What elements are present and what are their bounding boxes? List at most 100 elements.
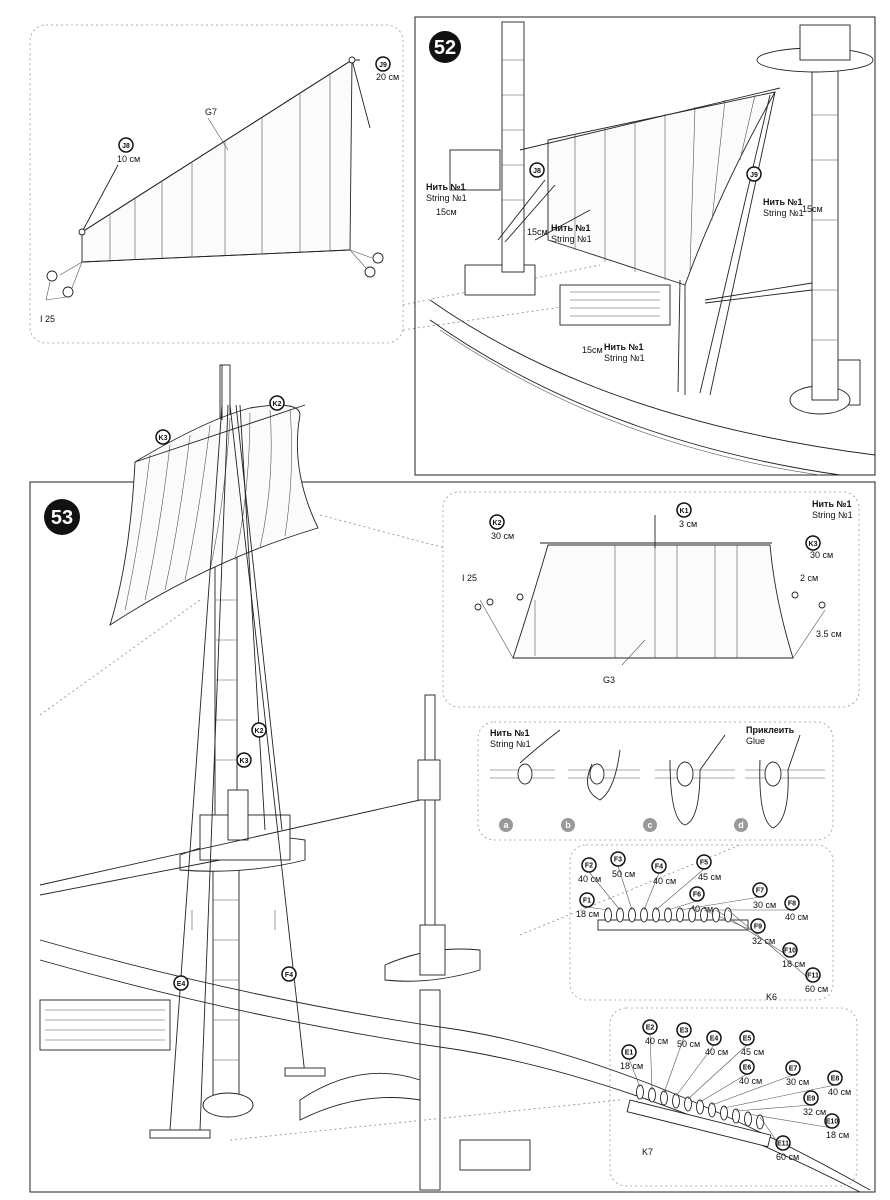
pin-length: 40 см bbox=[828, 1087, 851, 1097]
belaying-pin bbox=[664, 907, 672, 923]
pin-code: F5 bbox=[700, 860, 708, 867]
s52-j9-badge bbox=[746, 166, 762, 182]
k7-rail-label: K7 bbox=[642, 1147, 653, 1157]
g3-k1-length: 3 см bbox=[679, 519, 697, 529]
knot-step-c-badge bbox=[643, 818, 657, 832]
pin-code-badge bbox=[610, 851, 626, 867]
g3-k3-code: K3 bbox=[809, 541, 818, 548]
pin-code: F7 bbox=[756, 888, 764, 895]
s53-k3-badge bbox=[155, 429, 171, 445]
step-53-number: 53 bbox=[51, 507, 73, 529]
s52-right-string-en: String №1 bbox=[763, 208, 804, 218]
s52-right-length: 15см bbox=[802, 204, 823, 214]
pin-length: 18 см bbox=[826, 1130, 849, 1140]
pin-code-badge bbox=[803, 1090, 819, 1106]
belaying-pin bbox=[684, 1096, 692, 1112]
belaying-pin bbox=[640, 907, 648, 923]
pin-leader-line bbox=[699, 1073, 748, 1103]
belaying-pin bbox=[708, 1102, 716, 1118]
s53-k2-badge bbox=[269, 395, 285, 411]
step-53-panel: 53 bbox=[29, 364, 876, 1193]
pin-code-badge bbox=[739, 1059, 755, 1075]
pin-code: F2 bbox=[585, 863, 593, 870]
pin-code-badge bbox=[782, 942, 798, 958]
pin-code: E5 bbox=[743, 1036, 752, 1043]
knot-step-b: b bbox=[565, 820, 571, 830]
belaying-pin bbox=[652, 907, 660, 923]
knot-step-d: d bbox=[738, 820, 744, 830]
pin-code: F10 bbox=[784, 948, 796, 955]
pin-code-badge bbox=[689, 886, 705, 902]
step-53-badge bbox=[44, 499, 80, 535]
pin-code: E4 bbox=[710, 1036, 719, 1043]
g3-k1-code: K1 bbox=[680, 508, 689, 515]
knot-string-ru: Нить №1 bbox=[490, 728, 530, 738]
s53-k2-lower-code: K2 bbox=[255, 728, 264, 735]
g3-string-en: String №1 bbox=[812, 510, 853, 520]
pin-code-badge bbox=[621, 1044, 637, 1060]
knot-step-a: a bbox=[503, 820, 509, 830]
pin-length: 40 см bbox=[739, 1076, 762, 1086]
detail-sail-g7: G7 J8 10 см J9 20 см I 25 bbox=[29, 24, 404, 344]
s52-low-length: 15см bbox=[582, 345, 603, 355]
g3-k2-badge bbox=[489, 514, 505, 530]
belaying-pin bbox=[628, 907, 636, 923]
pin-code-badge bbox=[824, 1113, 840, 1129]
pin-code: F9 bbox=[754, 924, 762, 931]
s53-k3-lower-code: K3 bbox=[240, 758, 249, 765]
pin-code-badge bbox=[706, 1030, 722, 1046]
pin-code: E1 bbox=[625, 1050, 634, 1057]
belaying-pin bbox=[712, 907, 720, 923]
s53-e4-code: E4 bbox=[177, 981, 186, 988]
pin-leader-line bbox=[588, 871, 621, 911]
pin-leader-line bbox=[667, 900, 698, 911]
pin-code: E6 bbox=[743, 1065, 752, 1072]
pin-leader-line bbox=[628, 1058, 641, 1088]
j8-code: J8 bbox=[122, 143, 130, 150]
belaying-pin bbox=[696, 1099, 704, 1115]
belaying-pin bbox=[648, 1087, 656, 1103]
pin-code: F4 bbox=[655, 864, 663, 871]
j8-length: 10 см bbox=[117, 154, 140, 164]
knot-string-en: String №1 bbox=[490, 739, 531, 749]
knot-glue-en: Glue bbox=[746, 736, 765, 746]
pin-code-badge bbox=[805, 967, 821, 983]
pin-length: 50 см bbox=[677, 1039, 700, 1049]
pin-code-badge bbox=[827, 1070, 843, 1086]
belaying-pin bbox=[700, 907, 708, 923]
s52-low-string-en: String №1 bbox=[604, 353, 645, 363]
pin-length: 50 см bbox=[612, 869, 635, 879]
pin-leader-line bbox=[586, 906, 609, 911]
g3-string-ru: Нить №1 bbox=[812, 499, 852, 509]
s53-e4-badge bbox=[173, 975, 189, 991]
s52-left-length: 15см bbox=[436, 207, 457, 217]
belaying-pin bbox=[732, 1108, 740, 1124]
pin-code: E8 bbox=[831, 1076, 840, 1083]
pin-code-badge bbox=[775, 1135, 791, 1151]
pin-length: 18 см bbox=[620, 1061, 643, 1071]
s52-left-string-ru: Нить №1 bbox=[426, 182, 466, 192]
j9-badge bbox=[375, 56, 391, 72]
pin-leader-line bbox=[643, 872, 660, 911]
pin-code-badge bbox=[752, 882, 768, 898]
g3-sail-label: G3 bbox=[603, 675, 615, 685]
s53-k2-lower-badge bbox=[251, 722, 267, 738]
pin-code-badge bbox=[676, 1022, 692, 1038]
pin-code-badge bbox=[739, 1030, 755, 1046]
pin-leader-line bbox=[675, 1044, 715, 1097]
s52-j8-code: J8 bbox=[533, 168, 541, 175]
s52-right-string-ru: Нить №1 bbox=[763, 197, 803, 207]
pin-leader-line bbox=[655, 868, 705, 911]
pin-length: 18 см bbox=[782, 959, 805, 969]
pin-leader-line bbox=[679, 896, 761, 911]
s53-k3-lower-badge bbox=[236, 752, 252, 768]
step-52-panel: 52 bbox=[414, 16, 876, 476]
belaying-pin bbox=[672, 1093, 680, 1109]
knot-step-b-badge bbox=[561, 818, 575, 832]
pin-length: 40 см bbox=[653, 876, 676, 886]
belaying-pin bbox=[676, 907, 684, 923]
